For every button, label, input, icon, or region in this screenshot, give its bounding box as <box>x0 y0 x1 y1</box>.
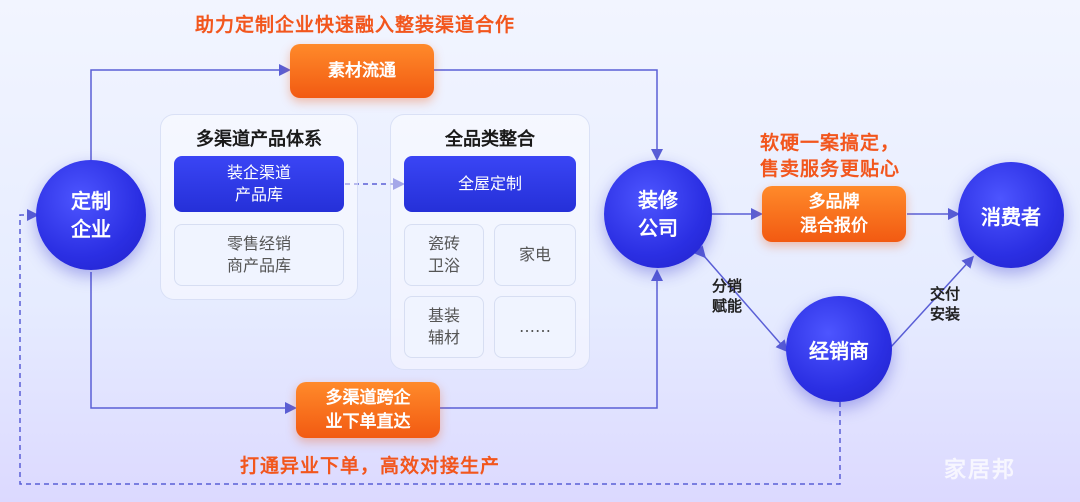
tile-bath-box: 瓷砖 卫浴 <box>404 224 484 286</box>
right-caption-line1: 软硬一案搞定， <box>760 132 901 154</box>
decoration-channel-library: 装企渠道 产品库 <box>174 156 344 212</box>
base-material-line1: 基装 <box>427 306 460 325</box>
multi-brand-line2: 混合报价 <box>800 216 868 236</box>
delivery-line1: 交付 <box>930 285 961 303</box>
multi-brand-line1: 多品牌 <box>808 192 860 212</box>
dealer-node: 经销商 <box>786 296 892 402</box>
line-dealer-to-consumer <box>889 255 975 349</box>
line-decoration-to-dealer <box>693 245 788 353</box>
distribution-line2: 赋能 <box>712 297 743 315</box>
decoration-company-node: 装修 公司 <box>604 160 712 268</box>
whole-house-custom-box: 全屋定制 <box>404 156 576 212</box>
decoration-channel-line2: 产品库 <box>234 185 283 204</box>
line-enterprise-to-cross-order <box>90 272 297 414</box>
base-material-line2: 辅材 <box>427 328 460 347</box>
more-categories-box: …… <box>494 296 576 358</box>
decoration-company-line1: 装修 <box>638 188 678 212</box>
tile-bath-line2: 卫浴 <box>427 256 460 275</box>
multi-brand-quote-box: 多品牌 混合报价 <box>762 186 906 242</box>
line-enterprise-to-material <box>90 64 291 160</box>
right-caption: 软硬一案搞定， 售卖服务更贴心 <box>760 130 900 182</box>
line-material-to-decoration <box>434 69 663 161</box>
decoration-channel-line1: 装企渠道 <box>226 163 291 182</box>
top-caption: 助力定制企业快速融入整装渠道合作 <box>195 14 516 36</box>
cross-order-line2: 业下单直达 <box>325 412 411 432</box>
distribution-line1: 分销 <box>712 277 743 295</box>
right-caption-line2: 售卖服务更贴心 <box>760 158 901 180</box>
tile-bath-line1: 瓷砖 <box>427 234 460 253</box>
custom-enterprise-node: 定制 企业 <box>36 160 146 270</box>
line-cross-order-to-decoration <box>440 269 663 409</box>
delivery-label: 交付 安装 <box>930 284 960 324</box>
delivery-line2: 安装 <box>930 305 961 323</box>
category-panel-title: 全品类整合 <box>445 129 535 150</box>
custom-enterprise-line2: 企业 <box>71 217 111 241</box>
distribution-label: 分销 赋能 <box>712 276 742 316</box>
decoration-company-line2: 公司 <box>638 216 678 240</box>
multichannel-panel-title: 多渠道产品体系 <box>196 129 322 150</box>
cross-order-box: 多渠道跨企 业下单直达 <box>296 382 440 438</box>
watermark-logo: 家居邦 <box>944 458 1017 483</box>
material-flow-box: 素材流通 <box>290 44 434 98</box>
retail-dealer-library: 零售经销 商产品库 <box>174 224 344 286</box>
appliance-box: 家电 <box>494 224 576 286</box>
retail-dealer-line2: 商产品库 <box>226 256 291 275</box>
retail-dealer-line1: 零售经销 <box>226 234 291 253</box>
line-dealer-to-enterprise <box>19 209 841 485</box>
custom-enterprise-line1: 定制 <box>71 189 111 213</box>
cross-order-line1: 多渠道跨企 <box>325 388 411 408</box>
bottom-caption: 打通异业下单，高效对接生产 <box>240 455 501 477</box>
consumer-node: 消费者 <box>958 162 1064 268</box>
base-material-box: 基装 辅材 <box>404 296 484 358</box>
